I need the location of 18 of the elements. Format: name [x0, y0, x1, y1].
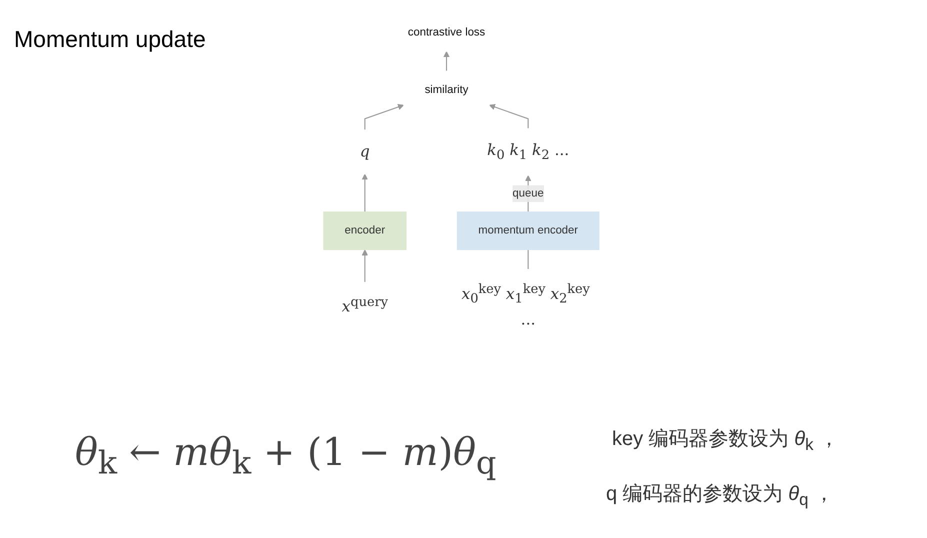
arrow [362, 174, 368, 212]
node-box: encoder [323, 212, 406, 250]
node-text: q [360, 143, 370, 161]
node-box: momentum encoder [456, 212, 600, 250]
update-formula: θ$_{k}$ ← mθ$_{k}$ + (1 − m)θ$_{q}$ [75, 430, 496, 482]
arrow [443, 51, 450, 72]
node-text: k$_{0}$ k$_{1}$ k$_{2}$ ... [487, 142, 570, 162]
arrow [489, 104, 529, 129]
connector [528, 250, 529, 270]
edge-label: queue [512, 187, 544, 200]
arrow [362, 249, 368, 282]
note-text: key 编码器参数设为 θ$_{k}$ ， [612, 427, 839, 455]
node-text: similarity [424, 84, 468, 96]
arrow [364, 104, 404, 130]
diagram-title: Momentum update [14, 26, 206, 53]
node-text: x$^{query}$ [342, 294, 388, 316]
node-text: contrastive loss [408, 26, 486, 38]
note-text: q 编码器的参数设为 θ$_{q}$ ， [606, 482, 834, 510]
